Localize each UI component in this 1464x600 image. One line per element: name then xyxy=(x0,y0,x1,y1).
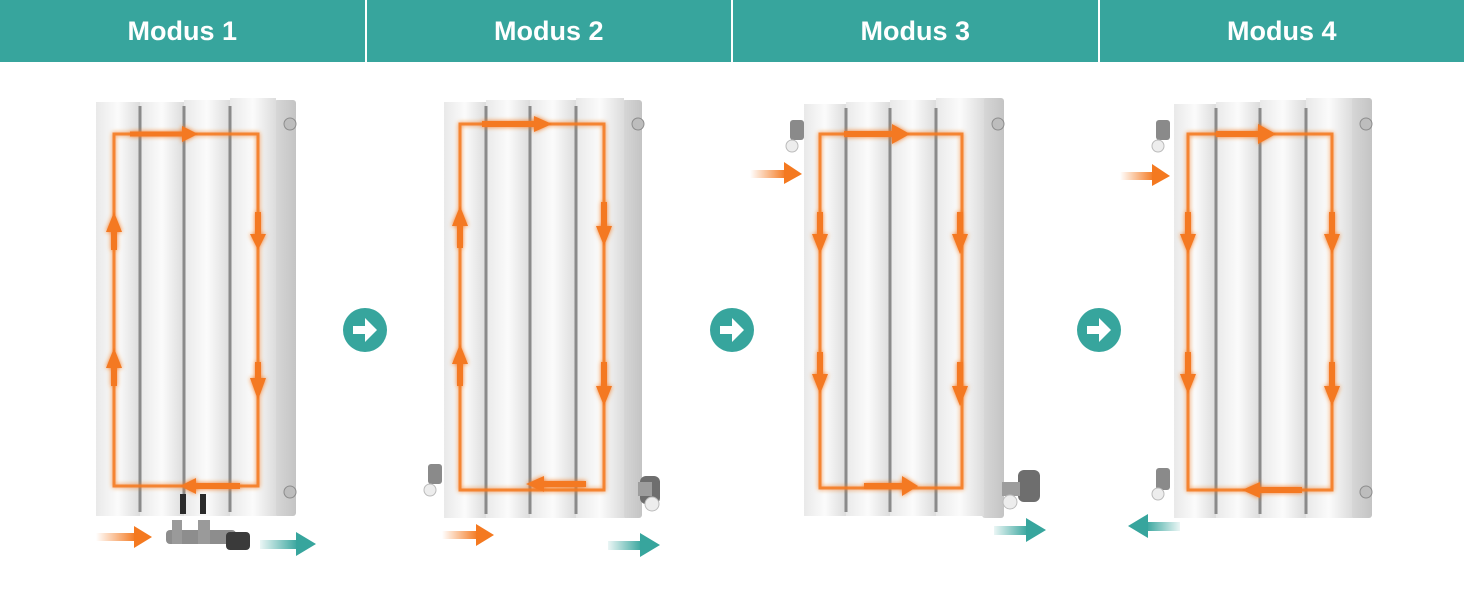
valve-icon xyxy=(1151,120,1170,501)
radiator xyxy=(1174,98,1373,518)
return-water-arrow-icon xyxy=(1128,514,1180,538)
mode-4-panel xyxy=(1098,62,1464,600)
hot-water-arrow-icon xyxy=(1120,164,1170,186)
mode-1-panel xyxy=(0,62,366,600)
tab-modus-1: Modus 1 xyxy=(0,0,367,62)
return-water-arrow-icon xyxy=(608,533,660,557)
mode-2-panel xyxy=(366,62,732,600)
flow-loop xyxy=(812,124,968,496)
mode-3-panel xyxy=(732,62,1098,600)
hot-water-arrow-icon xyxy=(96,526,152,548)
flow-loop xyxy=(1180,124,1340,498)
tab-modus-2: Modus 2 xyxy=(366,0,733,62)
arrow-right-circle-icon xyxy=(1077,308,1121,352)
radiator xyxy=(96,98,297,516)
tab-modus-3: Modus 3 xyxy=(733,0,1100,62)
tab-modus-4: Modus 4 xyxy=(1099,0,1464,62)
hot-water-arrow-icon xyxy=(442,524,494,546)
arrow-right-circle-icon xyxy=(710,308,754,352)
mode-header: Modus 1 Modus 2 Modus 3 Modus 4 xyxy=(0,0,1464,62)
hot-water-arrow-icon xyxy=(750,162,802,184)
radiator xyxy=(804,98,1005,518)
valve-icon xyxy=(785,120,1040,510)
return-water-arrow-icon xyxy=(994,518,1046,542)
radiator xyxy=(444,98,645,518)
return-water-arrow-icon xyxy=(260,532,316,556)
flow-loop xyxy=(452,116,612,492)
valve-icon xyxy=(166,494,250,550)
valve-icon xyxy=(423,464,660,512)
flow-loop xyxy=(106,126,266,494)
arrow-right-circle-icon xyxy=(343,308,387,352)
